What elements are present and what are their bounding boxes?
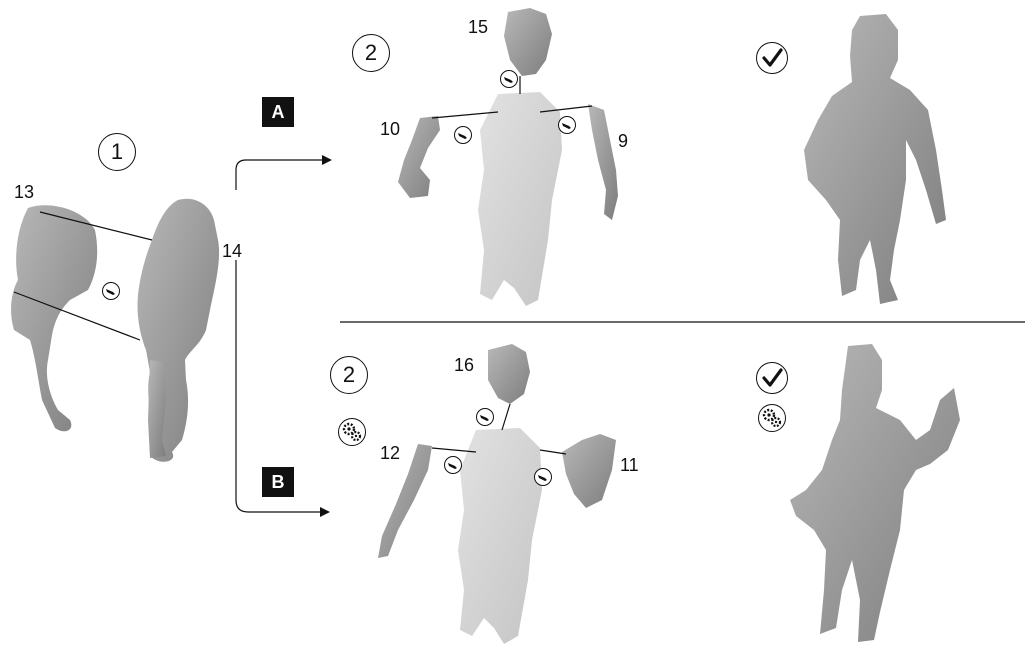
checkmark-icon — [756, 42, 788, 74]
glue-tube-icon — [454, 126, 472, 144]
glue-tube-icon — [476, 408, 494, 426]
variant-a-assembled-figure — [804, 14, 946, 304]
part-label-15: 15 — [468, 17, 489, 37]
glue-tube-icon — [444, 456, 462, 474]
gears-icon — [338, 418, 366, 446]
gears-icon — [758, 404, 786, 432]
glue-tube-icon — [102, 282, 120, 300]
step-1-marker: 1 — [98, 133, 136, 171]
glue-tube-icon — [534, 468, 552, 486]
part-label-11: 11 — [620, 455, 639, 475]
variant-a-box: A — [262, 97, 294, 127]
part-label-12: 12 — [380, 443, 401, 463]
checkmark-icon — [756, 362, 788, 394]
glue-tube-icon — [558, 116, 576, 134]
part-label-13: 13 — [14, 182, 35, 202]
variant-a-exploded-figure — [398, 8, 618, 306]
part-label-16: 16 — [454, 355, 475, 375]
torso-left-leg — [148, 360, 166, 458]
part-label-9: 9 — [618, 131, 629, 151]
back-piece-13 — [11, 205, 98, 432]
variant-b-assembled-figure — [790, 344, 960, 642]
step-2a-marker: 2 — [352, 34, 390, 72]
part-label-10: 10 — [380, 119, 401, 139]
part-label-14: 14 — [222, 241, 243, 261]
variant-b-exploded-figure — [378, 344, 616, 644]
glue-tube-icon — [500, 70, 518, 88]
variant-b-box: B — [262, 467, 294, 497]
step-2b-marker: 2 — [330, 356, 368, 394]
